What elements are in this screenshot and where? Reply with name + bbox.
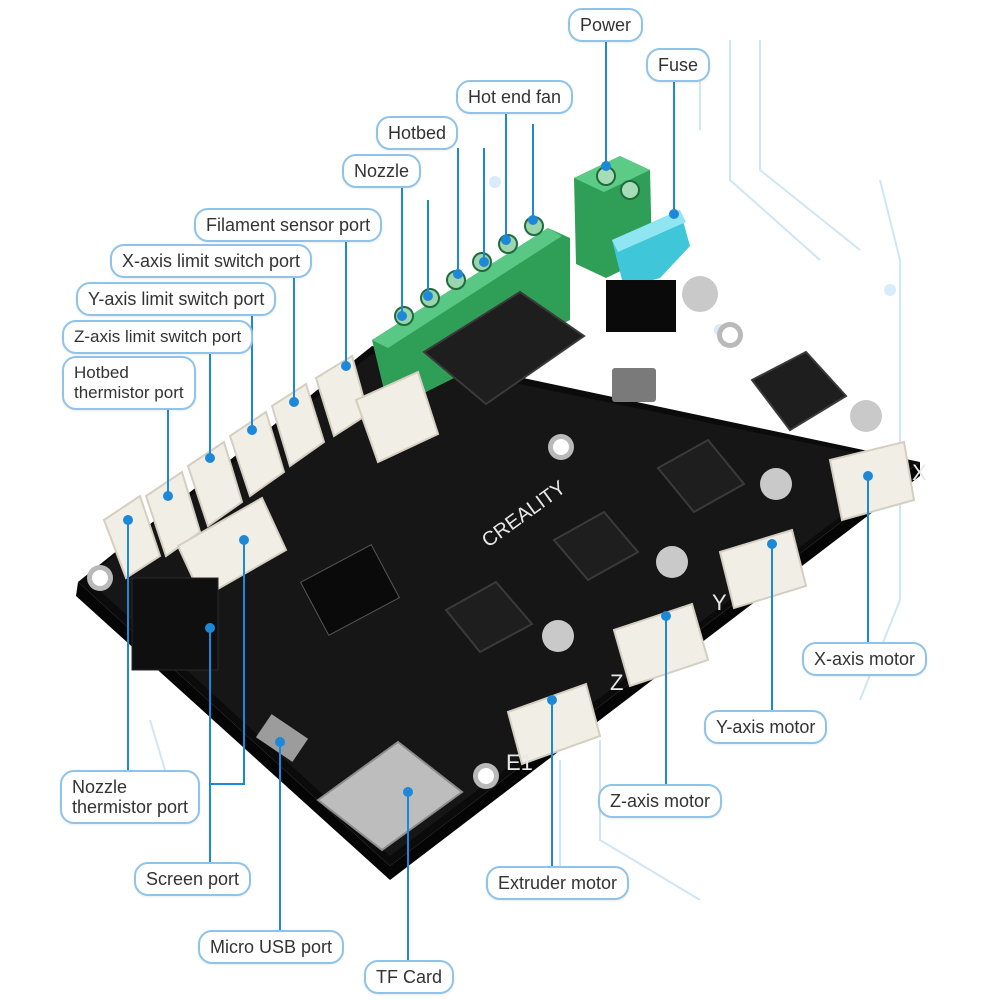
screen-port-header [131,577,219,671]
label-hotbed-thermistor-port-line1: Hotbed [74,363,129,382]
leader-dots [123,161,873,797]
label-hot-end-fan: Hot end fan [456,80,574,114]
axis-e1-silkscreen: E1 [506,750,533,775]
label-hotbed: Hotbed [376,116,459,150]
label-filament-sensor-port: Filament sensor port [194,208,383,242]
label-nozzle: Nozzle [342,154,422,188]
label-nozzle-thermistor-port-line2: thermistor port [72,797,189,817]
label-z-axis-motor: Z-axis motor [598,784,723,818]
label-z-axis-limit-switch-port: Z-axis limit switch port [62,320,254,354]
axis-x-silkscreen: X [912,460,927,485]
label-hotbed-thermistor-port-line2: thermistor port [74,383,184,402]
tf-card-slot [316,740,464,852]
label-screen-port: Screen port [134,862,252,896]
label-micro-usb-port: Micro USB port [198,930,345,964]
connectors [102,354,916,766]
label-nozzle-thermistor-port: Nozzle thermistor port [60,770,201,824]
label-fuse: Fuse [646,48,711,82]
label-y-axis-limit-switch-port: Y-axis limit switch port [76,282,277,316]
axis-y-silkscreen: Y [712,590,727,615]
label-x-axis-limit-switch-port: X-axis limit switch port [110,244,313,278]
label-hotbed-thermistor-port: Hotbed thermistor port [62,356,196,410]
label-nozzle-thermistor-port-line1: Nozzle [72,777,128,797]
capacitors [542,276,882,652]
inductor [612,368,656,402]
label-y-axis-motor: Y-axis motor [704,710,828,744]
fuse [606,210,690,332]
heatsinks [422,290,848,654]
label-extruder-motor: Extruder motor [486,866,630,900]
label-x-axis-motor: X-axis motor [802,642,928,676]
label-tf-card: TF Card [364,960,455,994]
label-power: Power [568,8,644,42]
main-chip [299,544,401,636]
axis-z-silkscreen: Z [610,670,623,695]
